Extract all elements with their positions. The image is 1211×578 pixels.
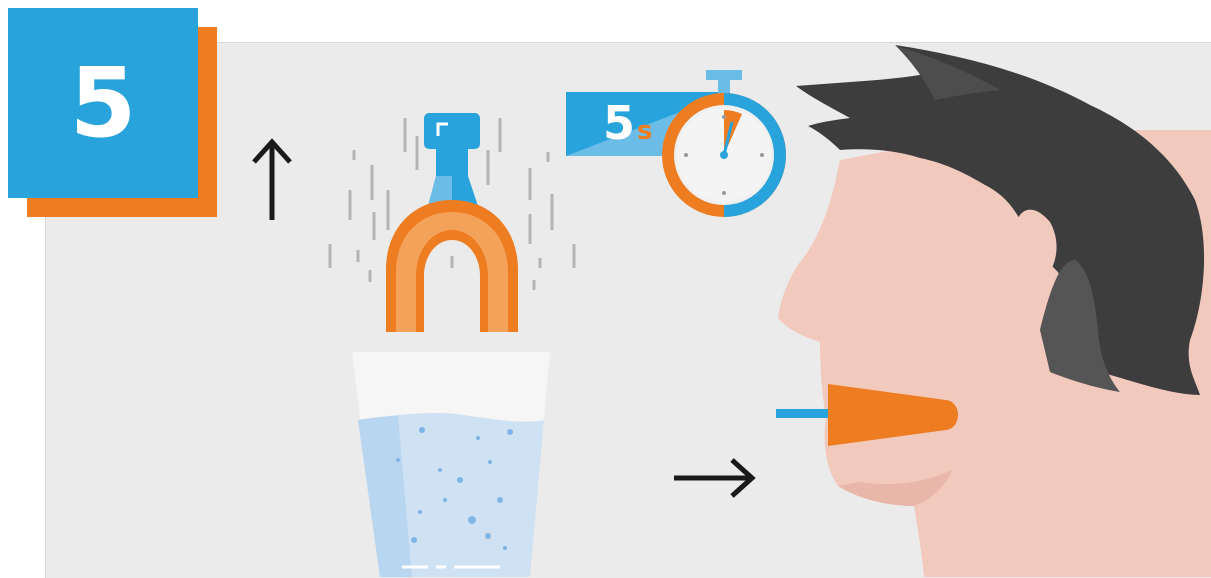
step-badge: 5 xyxy=(8,8,198,198)
arrow-up-icon xyxy=(254,142,290,220)
timer-duration-label: 5 s xyxy=(603,100,653,160)
mouthpiece-tab xyxy=(424,113,480,149)
person-profile-illustration xyxy=(778,45,1211,577)
water-glass-icon xyxy=(352,352,550,577)
mouthpiece-stem xyxy=(776,409,836,418)
timer-value: 5 xyxy=(603,100,635,146)
step-number: 5 xyxy=(70,55,137,151)
timer-unit: s xyxy=(637,118,652,144)
arrow-right-icon xyxy=(674,460,752,496)
stopwatch-icon xyxy=(566,70,786,217)
mouthpiece-u-inner xyxy=(396,212,508,332)
